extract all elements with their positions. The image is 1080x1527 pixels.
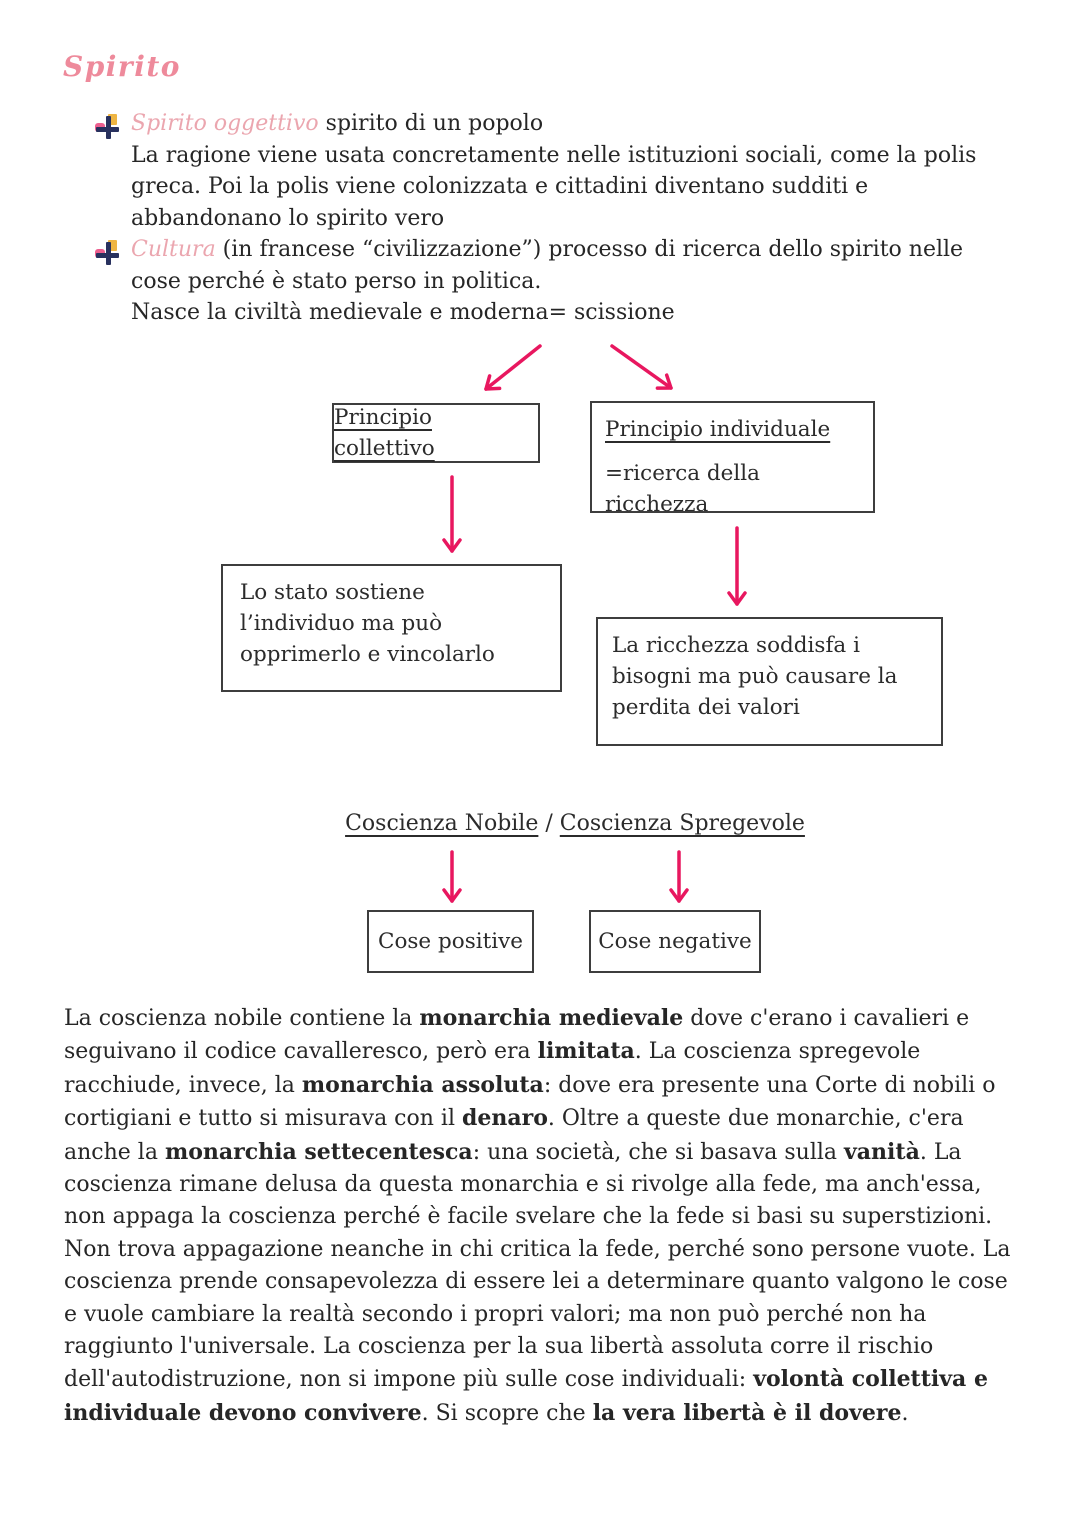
bullet-lead: Spirito oggettivo	[131, 111, 319, 136]
box-text: Cose negative	[598, 929, 752, 954]
flowchart-box-cose-negative: Cose negative	[589, 910, 761, 973]
box-title: Principio collettivo	[334, 405, 435, 461]
heading-separator: /	[538, 811, 560, 836]
flowchart-box-stato: Lo stato sostiene l’individuo ma può opp…	[221, 564, 562, 692]
bullet-first-line: Spirito oggettivo spirito di un popolo	[131, 108, 1016, 140]
box-subtitle: =ricerca della ricchezza	[605, 461, 760, 517]
bullet-text: Cultura (in francese “civilizzazione”) p…	[131, 234, 1016, 329]
bullet-body: La ragione viene usata concretamente nel…	[131, 142, 977, 231]
box-text: La ricchezza soddisfa i bisogni ma può c…	[612, 633, 898, 720]
box-text: Lo stato sostiene l’individuo ma può opp…	[240, 580, 495, 667]
coscienza-heading: Coscienza Nobile / Coscienza Spregevole	[300, 811, 850, 836]
coscienza-nobile-label: Coscienza Nobile	[345, 811, 539, 836]
closing-paragraph: La coscienza nobile contiene la monarchi…	[64, 1005, 1011, 1426]
bullet-list: Spirito oggettivo spirito di un popolo L…	[95, 108, 1025, 329]
arrow-scissione-to-collettivo	[484, 344, 542, 391]
box-title: Principio individuale	[605, 417, 831, 442]
page-title: Spirito	[63, 50, 181, 83]
bullet-inline: spirito di un popolo	[318, 111, 544, 136]
list-item: Spirito oggettivo spirito di un popolo L…	[95, 108, 1025, 234]
bullet-text: Spirito oggettivo spirito di un popolo L…	[131, 108, 1016, 234]
bullet-lead: Cultura	[131, 237, 216, 262]
flowchart-box-principio-individuale: Principio individuale =ricerca della ric…	[590, 401, 875, 517]
tack-bullet-icon	[95, 108, 131, 145]
list-item: Cultura (in francese “civilizzazione”) p…	[95, 234, 1025, 329]
box-text: Cose positive	[378, 929, 523, 954]
coscienza-spregevole-label: Coscienza Spregevole	[559, 811, 805, 836]
flowchart-box-principio-collettivo: Principio collettivo	[332, 403, 540, 463]
bullet-first-line: Cultura (in francese “civilizzazione”) p…	[131, 234, 1016, 297]
flowchart-box-ricchezza: La ricchezza soddisfa i bisogni ma può c…	[596, 617, 943, 746]
bullet-body: Nasce la civiltà medievale e moderna= sc…	[131, 300, 675, 325]
bullet-inline: (in francese “civilizzazione”) processo …	[131, 237, 964, 294]
tack-bullet-icon	[95, 234, 131, 271]
arrow-scissione-to-individuale	[610, 344, 673, 390]
flowchart-box-cose-positive: Cose positive	[367, 910, 534, 973]
